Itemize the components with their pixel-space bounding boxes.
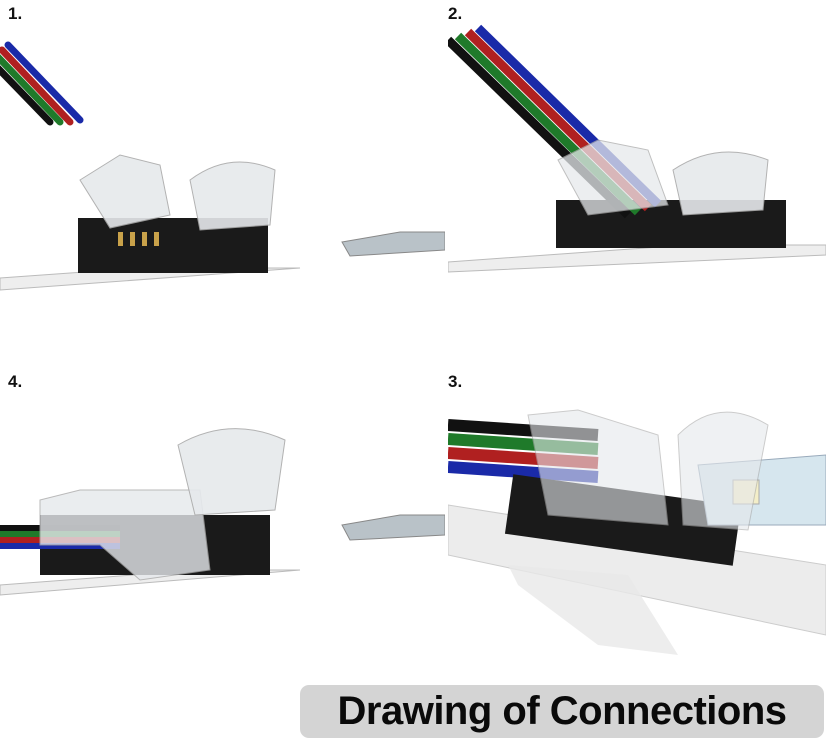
step-label-3: 3.: [448, 372, 463, 391]
clear-clip-open: [177, 428, 286, 516]
clip-shadow: [508, 565, 678, 655]
caption-banner: Drawing of Connections: [300, 685, 824, 738]
clear-clip-left: [527, 409, 669, 526]
caption-text: Drawing of Connections: [337, 689, 788, 733]
clear-clip-closed: [39, 489, 211, 581]
clear-clip-right: [677, 411, 769, 531]
clear-clip-right: [189, 161, 276, 231]
step-label-4: 4.: [8, 372, 23, 391]
clear-clip-left: [557, 139, 669, 216]
step-3-illustration: [448, 409, 826, 655]
step-1-illustration: [0, 41, 445, 291]
clear-clip-left: [79, 154, 171, 229]
surface: [448, 244, 826, 273]
step-label-1: 1.: [8, 4, 23, 23]
clear-clip-right: [672, 151, 769, 216]
step-4-illustration: [0, 428, 445, 596]
led-strip-end: [341, 231, 445, 257]
rgb-wires: [0, 41, 84, 126]
step-2-illustration: [448, 24, 826, 273]
led-strip-end: [341, 514, 445, 541]
step-label-2: 2.: [448, 4, 463, 23]
